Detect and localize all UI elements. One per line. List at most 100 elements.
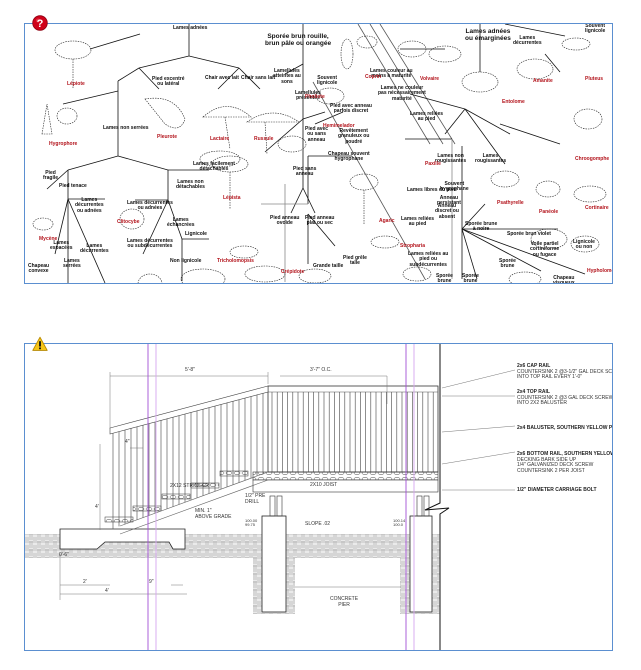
- key-line: [464, 108, 511, 135]
- genus-label: Agaric: [379, 218, 395, 224]
- concrete-pier-label: CONCRETE PIER: [330, 596, 359, 608]
- key-node: Chapeau visqueux: [553, 275, 575, 284]
- key-node: Sporée brune: [462, 273, 479, 284]
- callout-heading: 2x4 BALUSTER, SOUTHERN YELLOW PINE: [517, 425, 613, 431]
- rim-joist: [252, 479, 439, 493]
- key-node: Sporée brune: [436, 273, 453, 284]
- genus-label: Tricholomopsis: [217, 258, 254, 264]
- key-line: [284, 63, 304, 75]
- key-node: Pied tenace: [59, 183, 87, 189]
- key-line: [117, 155, 169, 171]
- key-node: Souvent lignicole: [585, 23, 606, 35]
- key-node: Anneau discret ou absent: [435, 203, 459, 220]
- mushroom-sketch: [144, 97, 186, 129]
- key-node: Lames adnées ou émarginées: [465, 28, 511, 42]
- pre-drill-label: 1/2" PRE DRILL: [245, 493, 266, 505]
- key-line: [89, 33, 141, 50]
- key-node: Lames décurrentes ou subdécurrentes: [127, 238, 173, 250]
- key-node: Souvent hygrophane: [440, 181, 469, 193]
- callout-line: INTO 2X2 BALUSTER: [517, 400, 567, 406]
- key-node: Anneau persistant: [437, 195, 461, 207]
- key-node: Lames non détachables: [176, 179, 205, 191]
- deck-stair-drawing-image[interactable]: 5'-8" 3'-7" O.C. 4" 4' 0'-6" 2' 4' 9" 10…: [24, 343, 613, 651]
- key-node: Lamellules présentes: [295, 90, 321, 102]
- min-grade-label: MIN. 1" ABOVE GRADE: [195, 508, 232, 520]
- mushroom-sketch: [535, 180, 561, 198]
- key-node: Pied avec anneau parfois discret: [330, 103, 372, 115]
- key-line: [461, 203, 486, 230]
- genus-label: Lactaire: [210, 136, 230, 142]
- key-line: [461, 228, 478, 280]
- key-node: Lames espacées: [50, 240, 73, 252]
- deck-railing: [267, 385, 439, 473]
- mushroom-sketch: [224, 116, 231, 150]
- key-node: Sporée brune à noire: [465, 221, 498, 233]
- warning-icon[interactable]: [32, 336, 48, 352]
- callout-leaders: [441, 369, 516, 491]
- key-node: Lames ne couleur pas nécessairement matu…: [378, 85, 426, 102]
- key-node: Lames reliées au pied ou subdécurrentes: [408, 251, 449, 268]
- key-line: [461, 228, 586, 275]
- mushroom-sketch: [137, 273, 163, 283]
- mushroom-sketch: [202, 106, 252, 118]
- svg-text:?: ?: [37, 18, 44, 30]
- mushroom-sketch: [349, 173, 379, 191]
- genus-label: Russule: [254, 136, 274, 142]
- key-node: Sporée brun rouille, brun pâle ou orangé…: [265, 33, 332, 47]
- concrete-pier: [261, 515, 287, 613]
- mushroom-sketch: [340, 38, 354, 70]
- posts: [269, 495, 430, 517]
- key-line: [544, 53, 561, 73]
- question-icon[interactable]: ?: [32, 15, 48, 31]
- key-node: Pied fragile: [43, 170, 59, 182]
- key-node: Pied sans anneau: [293, 166, 317, 178]
- genus-label: Clitocybe: [117, 219, 140, 225]
- genus-label: Panéole: [539, 209, 559, 215]
- key-node: Pied avec ou sans anneau: [305, 126, 329, 143]
- key-line: [67, 155, 119, 171]
- genus-label: Entolome: [502, 99, 525, 105]
- key-line: [314, 111, 344, 125]
- stair-rail: [109, 385, 269, 435]
- genus-label: Hemimelador: [323, 123, 355, 129]
- genus-label: Coprin: [365, 74, 382, 80]
- genus-label: Amanite: [533, 78, 553, 84]
- mushroom-sketch: [573, 108, 603, 130]
- key-node: Voile partiel cortiniforme ou fugace: [530, 241, 560, 258]
- key-line: [54, 198, 69, 255]
- key-node: Chapeau souvent hygrophane: [328, 151, 370, 163]
- genus-label: Pholiote: [305, 94, 325, 100]
- mushroom-key-image[interactable]: Lames adnées Sporée brun rouille, brun p…: [24, 23, 613, 284]
- mushroom-sketch: [32, 217, 54, 231]
- mushroom-sketch: [246, 112, 300, 123]
- key-node: Pied excentré ou latéral: [152, 76, 185, 88]
- genus-label: Hypholome: [587, 268, 613, 274]
- key-line: [217, 67, 240, 90]
- key-node: Lames décurrentes ou adnées: [75, 197, 104, 214]
- mushroom-sketch: [298, 268, 332, 283]
- key-line: [67, 198, 106, 283]
- dimension-step-4: 4': [105, 588, 109, 594]
- key-node: Lignicole: [185, 231, 207, 237]
- dimension-baluster-gap: 4": [125, 439, 130, 445]
- callout-heading: 2x6 CAP RAIL: [517, 363, 551, 369]
- genus-label: Cortinaire: [585, 205, 609, 211]
- key-line: [167, 199, 183, 240]
- key-line: [290, 187, 304, 214]
- genus-label: Pleurote: [157, 134, 178, 140]
- mushroom-sketch: [199, 150, 241, 168]
- key-node: Lames rougissantes: [475, 153, 507, 165]
- genus-label: Mycène: [39, 236, 58, 242]
- genus-label: Crépidote: [281, 269, 305, 275]
- mushroom-sketch: [315, 87, 345, 105]
- callout-line: 1/4" GALVANIZED DECK SCREW: [517, 462, 594, 468]
- mushroom-sketch: [54, 40, 92, 60]
- key-line: [188, 55, 240, 69]
- key-node: Pied anneau plat ou sec: [305, 215, 335, 227]
- mushroom-sketch: [490, 170, 520, 188]
- mushroom-sketch: [428, 45, 462, 63]
- key-node: Lames serrées: [63, 258, 81, 270]
- key-node: Lames non serrées: [103, 125, 149, 131]
- mushroom-sketch: [229, 245, 259, 259]
- key-node: Sporée brune: [499, 258, 516, 270]
